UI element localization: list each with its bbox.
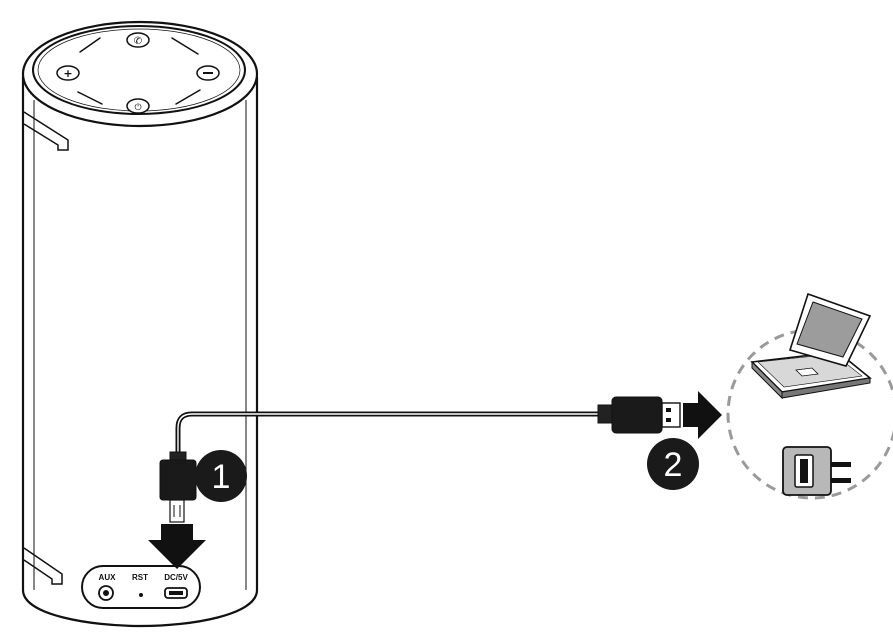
step-1-badge: 1 <box>195 450 247 502</box>
down-arrow-icon <box>148 524 206 569</box>
power-icon: ⏻ <box>134 102 141 113</box>
lanyard-slot-top <box>23 111 69 151</box>
dc-label: DC/5V <box>164 573 188 582</box>
laptop-icon <box>750 292 872 400</box>
phone-icon: ✆ <box>134 36 142 47</box>
wall-usb-adapter-icon <box>782 446 851 496</box>
step-1-number: 1 <box>212 458 231 496</box>
usb-a-plug <box>597 396 681 434</box>
lanyard-slot-bottom <box>23 547 63 585</box>
call-button[interactable]: ✆ <box>126 32 150 48</box>
port-panel: AUX RST DC/5V <box>81 565 201 609</box>
step-2-number: 2 <box>664 446 683 484</box>
reset-hole[interactable] <box>139 593 143 597</box>
speaker: ✆ + ⏻ AUX RST DC/5V <box>21 20 259 628</box>
volume-up-button[interactable]: + <box>56 65 80 81</box>
plus-icon: + <box>63 67 72 80</box>
speaker-body <box>21 76 259 628</box>
volume-down-button[interactable] <box>196 65 220 81</box>
step-2-badge: 2 <box>647 438 699 490</box>
power-button[interactable]: ⏻ <box>126 98 150 114</box>
laptop-screen <box>796 301 863 358</box>
micro-usb-plug <box>159 451 197 523</box>
rst-label: RST <box>132 573 148 582</box>
aux-label: AUX <box>99 573 117 582</box>
right-arrow-icon <box>683 391 722 439</box>
